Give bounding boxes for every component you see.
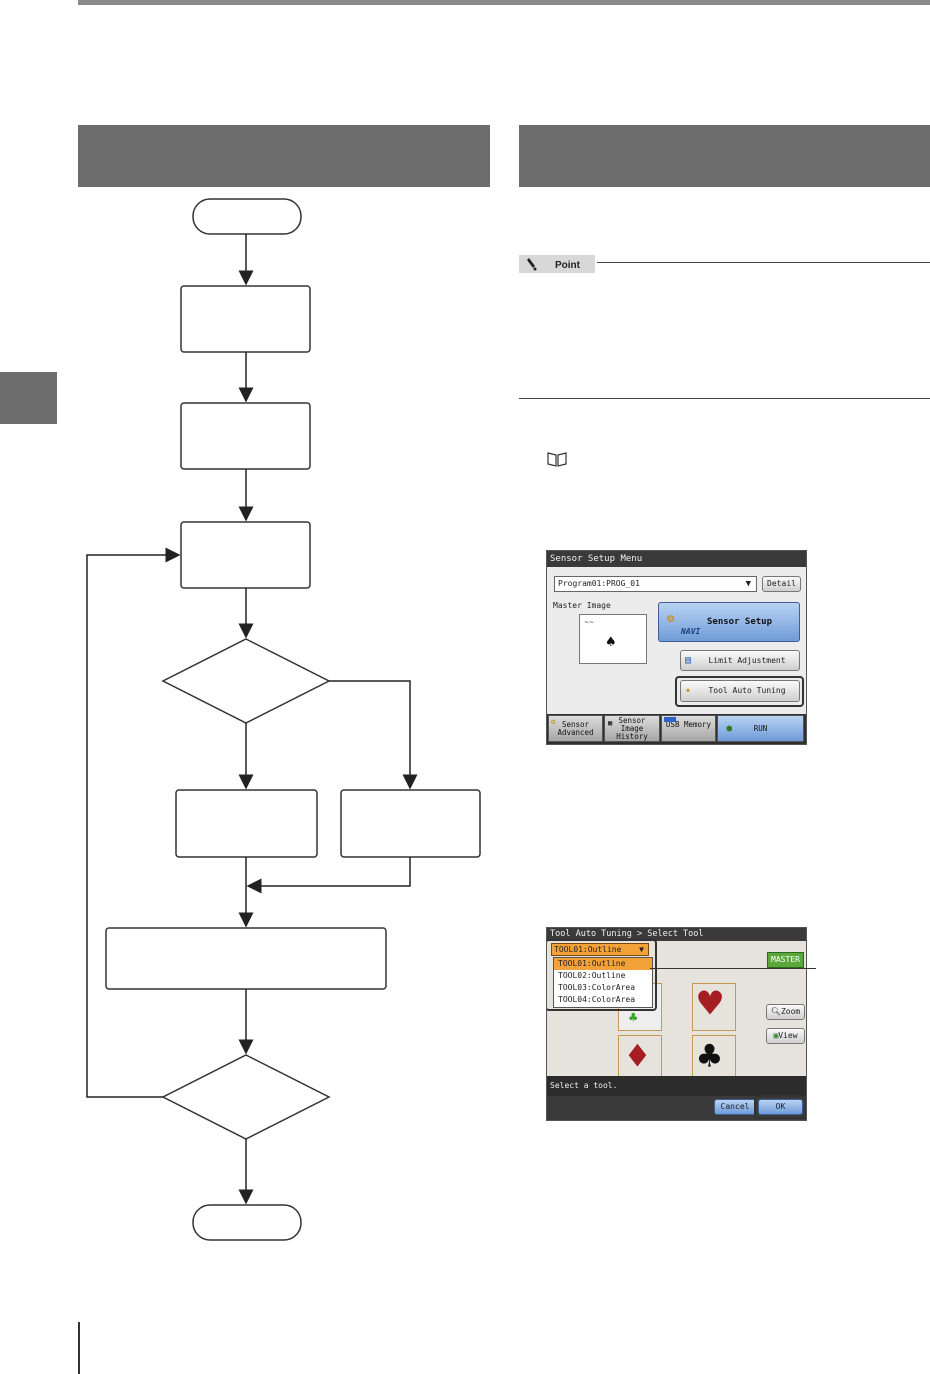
dropdown-arrow-icon: ▼ [639, 945, 644, 954]
nav-sensor-advanced[interactable]: ⚙ Sensor Advanced [548, 715, 603, 742]
tool-region-diamond[interactable]: ♦ [618, 1034, 662, 1081]
tool-select[interactable]: TOOL01:Outline ▼ [551, 943, 649, 956]
zoom-button[interactable]: 🔍︎Zoom [766, 1004, 805, 1020]
bottom-nav: ⚙ Sensor Advanced ▦ Sensor Image History… [547, 714, 806, 744]
usb-icon [664, 717, 676, 722]
nav-usb-memory[interactable]: USB Memory [661, 715, 716, 742]
section-divider [519, 398, 930, 399]
nav-run[interactable]: ⬢ RUN [717, 715, 804, 742]
tool-region-club[interactable]: ♣ [692, 1034, 736, 1081]
gear-small-icon: ⚙ [551, 717, 556, 726]
tool-select-highlight [547, 939, 657, 1011]
footer-rule [78, 1322, 80, 1374]
spade-icon: ♠ [606, 632, 616, 651]
logo-mark: ~~ [584, 619, 595, 626]
status-message: Select a tool. [547, 1076, 806, 1096]
flow-step-4-box [105, 927, 387, 990]
cancel-button[interactable]: Cancel [714, 1099, 756, 1115]
tool-option[interactable]: TOOL03:ColorArea [558, 983, 636, 992]
detail-button[interactable]: Detail [762, 576, 801, 592]
flow-step-2-box [180, 402, 311, 470]
sensor-setup-label: Sensor Setup [707, 617, 773, 627]
flow-start-terminal [192, 198, 302, 235]
flow-branch-left-box [175, 789, 318, 858]
tool-auto-tuning-highlight [675, 676, 804, 707]
tree-icon: ♣ [629, 1010, 638, 1026]
ok-button[interactable]: OK [758, 1099, 803, 1115]
master-badge[interactable]: MASTER [767, 952, 804, 968]
wand-icon: ✦ [685, 685, 692, 696]
tool-option[interactable]: TOOL04:ColorArea [558, 995, 636, 1004]
left-section-header [78, 125, 490, 187]
gear-icon: ⚙ [667, 611, 675, 625]
history-icon: ▦ [608, 719, 613, 727]
diamond-icon: ♦ [626, 1034, 649, 1078]
tool-auto-tuning-button[interactable]: ✦ Tool Auto Tuning [680, 680, 800, 702]
flow-decision-1 [161, 638, 331, 724]
program-select[interactable]: Program01:PROG_01 ▼ [554, 576, 757, 592]
run-icon: ⬢ [726, 724, 733, 733]
tool-option[interactable]: TOOL01:Outline [554, 958, 652, 970]
svg-text:Point: Point [555, 260, 581, 271]
book-icon [547, 452, 567, 467]
limit-adjustment-button[interactable]: ▤ Limit Adjustment [680, 650, 800, 671]
master-image-label: Master Image [553, 601, 611, 610]
select-tool-screen: Tool Auto Tuning > Select Tool ♣ ♥ ♦ ♣ M… [546, 927, 807, 1121]
sensor-setup-menu-screen: Sensor Setup Menu Program01:PROG_01 ▼ De… [546, 550, 807, 745]
navi-label: NAVI [681, 627, 701, 636]
heart-icon: ♥ [698, 981, 723, 1027]
point-badge: Point [519, 255, 595, 273]
view-icon: ▣ [773, 1031, 779, 1040]
club-icon: ♣ [698, 1034, 721, 1078]
screen-title: Tool Auto Tuning > Select Tool [547, 928, 806, 941]
action-bar: Cancel OK [547, 1095, 806, 1120]
master-image-thumbnail: ~~ ♠ [579, 614, 647, 664]
flowchart [86, 198, 481, 1241]
flow-step-1-box [180, 285, 311, 353]
ok-button-highlight [754, 1095, 806, 1119]
top-rule [78, 0, 930, 5]
view-button[interactable]: ▣View [766, 1028, 805, 1044]
tool-region-heart[interactable]: ♥ [692, 981, 736, 1031]
callout-line [650, 968, 816, 969]
sensor-setup-button[interactable]: ⚙ NAVI Sensor Setup [658, 602, 800, 642]
flow-end-terminal [192, 1204, 302, 1241]
tool-options-list: TOOL01:Outline TOOL02:Outline TOOL03:Col… [553, 957, 653, 1008]
right-section-header [519, 125, 930, 187]
tool-option[interactable]: TOOL02:Outline [558, 971, 626, 980]
dropdown-arrow-icon: ▼ [745, 579, 751, 589]
chapter-tab [0, 372, 57, 424]
program-select-value: Program01:PROG_01 [558, 579, 640, 588]
magnifier-icon: 🔍︎ [770, 1007, 781, 1016]
nav-sensor-image-history[interactable]: ▦ Sensor Image History [604, 715, 660, 742]
flow-step-3-box [180, 521, 311, 589]
limit-icon: ▤ [685, 655, 692, 666]
screen-title: Sensor Setup Menu [547, 551, 806, 567]
flow-decision-2 [161, 1054, 331, 1140]
flow-branch-right-box [340, 789, 481, 858]
point-rule [597, 262, 930, 263]
